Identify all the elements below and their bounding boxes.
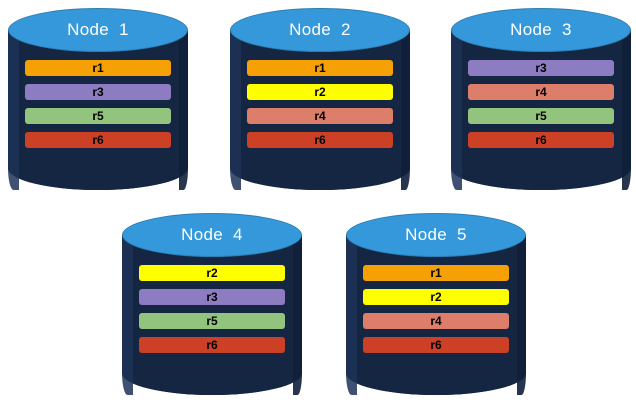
cylinder-left-highlight <box>122 235 133 395</box>
replica-label: r3 <box>92 85 104 99</box>
replica-bar[interactable]: r1 <box>247 60 393 76</box>
replica-label: r6 <box>430 338 442 352</box>
replica-bar[interactable]: r4 <box>247 108 393 124</box>
cylinder-right-shadow <box>179 30 188 190</box>
replica-label: r4 <box>314 109 326 123</box>
replica-bar[interactable]: r6 <box>363 337 509 353</box>
replica-bar[interactable]: r2 <box>363 289 509 305</box>
replica-label: r2 <box>206 266 218 280</box>
replica-bar[interactable]: r2 <box>139 265 285 281</box>
replica-bar[interactable]: r3 <box>25 84 171 100</box>
cylinder-top-ellipse <box>8 8 188 52</box>
replica-label: r4 <box>430 314 442 328</box>
replica-bar[interactable]: r1 <box>25 60 171 76</box>
replica-list: r3 r4 r5 r6 <box>451 60 631 148</box>
replica-label: r2 <box>314 85 326 99</box>
cylinder-left-highlight <box>451 30 462 190</box>
replica-label: r5 <box>206 314 218 328</box>
replica-label: r1 <box>314 61 326 75</box>
replica-bar[interactable]: r5 <box>468 108 614 124</box>
cylinder-top-ellipse <box>451 8 631 52</box>
replica-label: r3 <box>535 61 547 75</box>
replica-bar[interactable]: r1 <box>363 265 509 281</box>
replica-label: r6 <box>206 338 218 352</box>
replica-bar[interactable]: r6 <box>247 132 393 148</box>
replica-bar[interactable]: r4 <box>363 313 509 329</box>
replica-label: r1 <box>92 61 104 75</box>
replica-bar[interactable]: r6 <box>25 132 171 148</box>
replica-bar[interactable]: r5 <box>139 313 285 329</box>
cylinder-top-ellipse <box>122 213 302 257</box>
cylinder-left-highlight <box>230 30 241 190</box>
cylinder-right-shadow <box>401 30 410 190</box>
replica-list: r1 r2 r4 r6 <box>346 265 526 353</box>
replica-label: r6 <box>92 133 104 147</box>
cylinder-right-shadow <box>622 30 631 190</box>
replica-label: r2 <box>430 290 442 304</box>
replica-list: r1 r2 r4 r6 <box>230 60 410 148</box>
replica-label: r5 <box>535 109 547 123</box>
replica-bar[interactable]: r6 <box>139 337 285 353</box>
replica-label: r4 <box>535 85 547 99</box>
replica-label: r1 <box>430 266 442 280</box>
replica-label: r6 <box>535 133 547 147</box>
replica-label: r3 <box>206 290 218 304</box>
replica-bar[interactable]: r6 <box>468 132 614 148</box>
cylinder-left-highlight <box>8 30 19 190</box>
cylinder-left-highlight <box>346 235 357 395</box>
replica-list: r1 r3 r5 r6 <box>8 60 188 148</box>
replica-bar[interactable]: r4 <box>468 84 614 100</box>
cylinder-top-ellipse <box>230 8 410 52</box>
replica-bar[interactable]: r3 <box>468 60 614 76</box>
cylinder-top-ellipse <box>346 213 526 257</box>
replica-bar[interactable]: r3 <box>139 289 285 305</box>
replica-bar[interactable]: r5 <box>25 108 171 124</box>
replica-label: r5 <box>92 109 104 123</box>
replica-label: r6 <box>314 133 326 147</box>
cylinder-right-shadow <box>293 235 302 395</box>
cylinder-right-shadow <box>517 235 526 395</box>
replica-bar[interactable]: r2 <box>247 84 393 100</box>
replica-list: r2 r3 r5 r6 <box>122 265 302 353</box>
